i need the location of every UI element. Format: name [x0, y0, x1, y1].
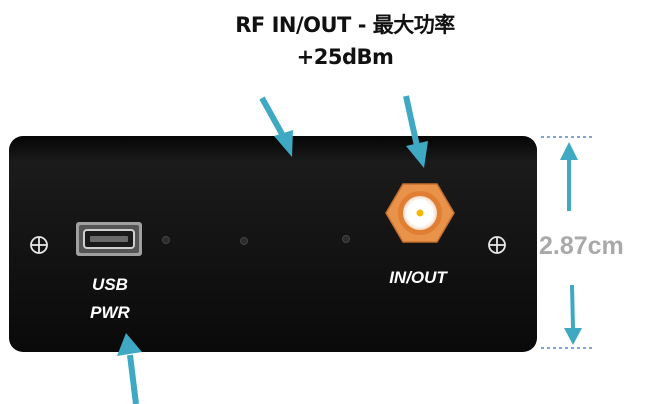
inout-label: IN/OUT	[389, 268, 447, 287]
height-dimension-label: 2.87cm	[539, 232, 624, 260]
rf-caption-title: RF IN/OUT - 最大功率	[235, 13, 455, 37]
usb-port-icon	[76, 222, 142, 256]
arrow-to-panel-icon	[259, 96, 293, 157]
pwr-label: PWR	[90, 303, 130, 322]
indicator-hole	[240, 237, 248, 245]
sma-connector-icon	[385, 183, 455, 243]
left-mounting-screw-icon	[30, 236, 48, 254]
indicator-hole	[342, 235, 350, 243]
rf-caption-power: +25dBm	[296, 45, 394, 69]
indicator-hole	[162, 236, 170, 244]
arrow-to-usb-icon	[117, 333, 142, 404]
height-dimension-indicator	[541, 136, 593, 349]
usb-label: USB	[92, 275, 128, 294]
arrow-to-connector-icon	[403, 95, 428, 168]
right-mounting-screw-icon	[488, 236, 506, 254]
